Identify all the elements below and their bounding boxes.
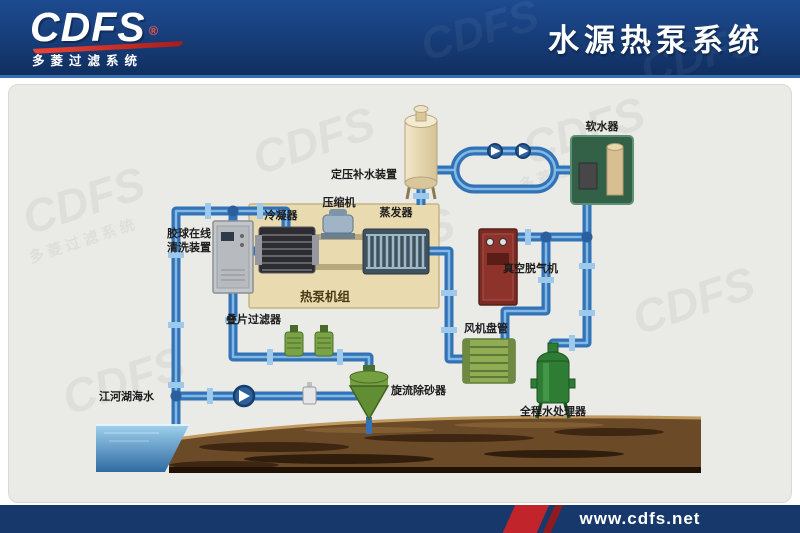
- diagram-area: CDFS 多菱过滤系统 CDFS CDFS 多菱过滤系统 CDFS CDFS C…: [8, 84, 792, 503]
- intake-pump: [232, 384, 256, 408]
- cyclone-sand-remover: [348, 365, 390, 421]
- evaporator-unit: [362, 228, 430, 275]
- valve-handle: [307, 382, 312, 388]
- label-evaporator: 蒸发器: [380, 205, 414, 219]
- svg-text:CDFS: CDFS: [626, 256, 761, 344]
- label-processor: 全程水处理器: [519, 404, 587, 418]
- compressor-unit: [321, 209, 355, 239]
- label-pressure-tank: 定压补水装置: [331, 167, 397, 181]
- water-softener: [570, 135, 634, 205]
- condenser-unit: [255, 226, 319, 274]
- system-diagram: CDFS 多菱过滤系统 CDFS CDFS 多菱过滤系统 CDFS CDFS C…: [16, 86, 761, 473]
- label-compressor: 压缩机: [323, 195, 356, 209]
- footer-url: www.cdfs.net: [579, 509, 701, 528]
- diagram-labels: 定压补水装置 软水器 冷凝器 压缩机 蒸发器 热泵机组 胶球在线 清洗装置 真空…: [99, 119, 619, 418]
- logo-text: CDFS: [30, 4, 146, 51]
- page-title: 水源热泵系统: [548, 23, 764, 58]
- label-disc-filter: 叠片过滤器: [226, 312, 282, 326]
- source-water-body: [96, 424, 189, 472]
- valve: [302, 386, 317, 405]
- loop-pumps: [487, 143, 531, 159]
- label-cyclone: 旋流除砂器: [390, 383, 447, 397]
- label-ball-cleaning-2: 清洗装置: [167, 240, 211, 254]
- label-condenser: 冷凝器: [265, 208, 299, 222]
- pipe-fittings: [168, 193, 595, 405]
- company-logo: CDFS® 多菱过滤系统: [30, 4, 184, 69]
- header-watermark: CDFS: [415, 0, 545, 71]
- label-softener: 软水器: [586, 119, 620, 133]
- logo-subtitle: 多菱过滤系统: [32, 54, 144, 69]
- ground-soil: [168, 415, 702, 473]
- label-heat-pump-unit: 热泵机组: [300, 289, 351, 304]
- svg-text:CDFS: CDFS: [56, 336, 191, 424]
- registered-mark-icon: ®: [148, 22, 159, 38]
- disc-filters: [284, 325, 334, 357]
- footer: www.cdfs.net: [0, 505, 800, 533]
- water-processor: [530, 342, 576, 419]
- header: CDFS CDFS CDFS® 多菱过滤系统 水源热泵系统: [0, 0, 800, 78]
- pressure-tank: [404, 105, 438, 200]
- label-fan-coil: 风机盘管: [464, 321, 508, 335]
- ball-cleaning-cabinet: [212, 220, 254, 294]
- label-ball-cleaning-1: 胶球在线: [167, 226, 211, 240]
- label-degasser: 真空脱气机: [503, 261, 558, 275]
- fan-coil-unit: [462, 338, 516, 384]
- vacuum-degasser: [478, 228, 518, 306]
- label-source-water: 江河湖海水: [99, 389, 155, 403]
